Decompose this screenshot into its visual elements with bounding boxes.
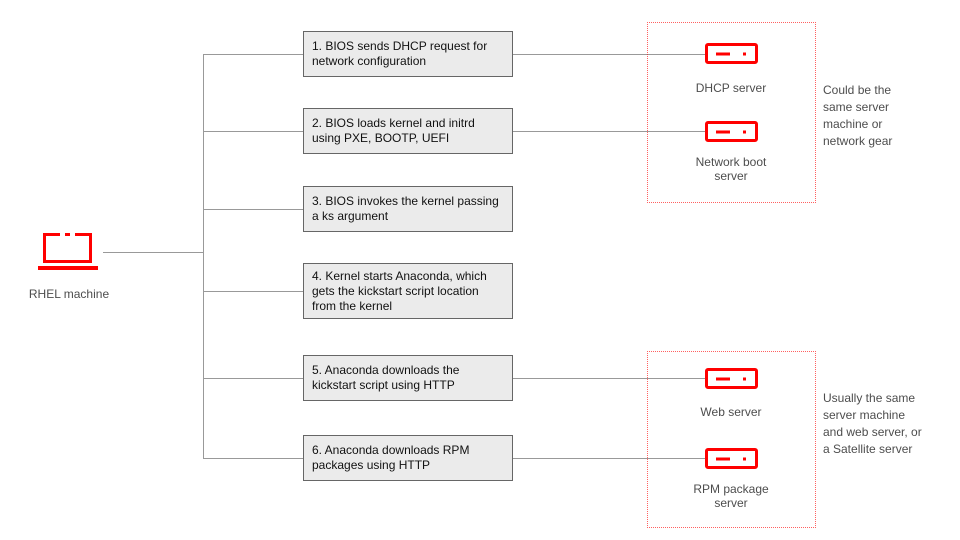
connector-client-to-trunk [103,252,203,253]
step-text-6: 6. Anaconda downloads RPM packages using… [312,443,470,472]
laptop-screen [43,233,92,263]
web-server-icon [705,368,758,389]
step-text-1: 1. BIOS sends DHCP request for network c… [312,39,488,68]
step-text-4: 4. Kernel starts Anaconda, which gets th… [312,268,487,313]
step-box-2: 2. BIOS loads kernel and initrd using PX… [303,108,513,154]
step-box-4: 4. Kernel starts Anaconda, which gets th… [303,263,513,319]
connector-trunk-step2 [203,131,303,132]
step-box-1: 1. BIOS sends DHCP request for network c… [303,31,513,77]
client-label: RHEL machine [28,287,110,301]
step-text-3: 3. BIOS invokes the kernel passing a ks … [312,194,499,223]
step-text-5: 5. Anaconda downloads the kickstart scri… [312,363,460,392]
group-box-network-services [647,22,816,203]
network-boot-server-label: Network boot server [695,155,767,183]
step-box-6: 6. Anaconda downloads RPM packages using… [303,435,513,481]
server-led-dot [743,377,746,380]
rpm-package-server-icon [705,448,758,469]
annotation-http-services: Usually the same server machine and web … [823,391,922,456]
group-box-http-services [647,351,816,528]
connector-trunk-step1 [203,54,303,55]
connector-step5-web-server [513,378,705,379]
server-dash [716,130,730,133]
connector-step6-rpm-server [513,458,705,459]
laptop-base [38,266,98,270]
dhcp-server-label: DHCP server [695,81,767,95]
connector-trunk-step5 [203,378,303,379]
laptop-camera [65,233,70,236]
server-dash [716,52,730,55]
server-led-dot [743,130,746,133]
server-dash [716,457,730,460]
rpm-package-server-label: RPM package server [693,482,769,510]
annotation-network-services: Could be the same server machine or netw… [823,83,893,148]
server-led-dot [743,457,746,460]
laptop-icon [38,233,98,270]
connector-step1-dhcp-server [513,54,705,55]
server-led-dot [743,52,746,55]
trunk-line [203,54,204,458]
step-box-3: 3. BIOS invokes the kernel passing a ks … [303,186,513,232]
server-dash [716,377,730,380]
network-boot-server-icon [705,121,758,142]
step-text-2: 2. BIOS loads kernel and initrd using PX… [312,116,475,145]
dhcp-server-icon [705,43,758,64]
connector-trunk-step6 [203,458,303,459]
connector-trunk-step4 [203,291,303,292]
connector-trunk-step3 [203,209,303,210]
web-server-label: Web server [700,405,762,419]
step-box-5: 5. Anaconda downloads the kickstart scri… [303,355,513,401]
connector-step2-netboot-server [513,131,705,132]
